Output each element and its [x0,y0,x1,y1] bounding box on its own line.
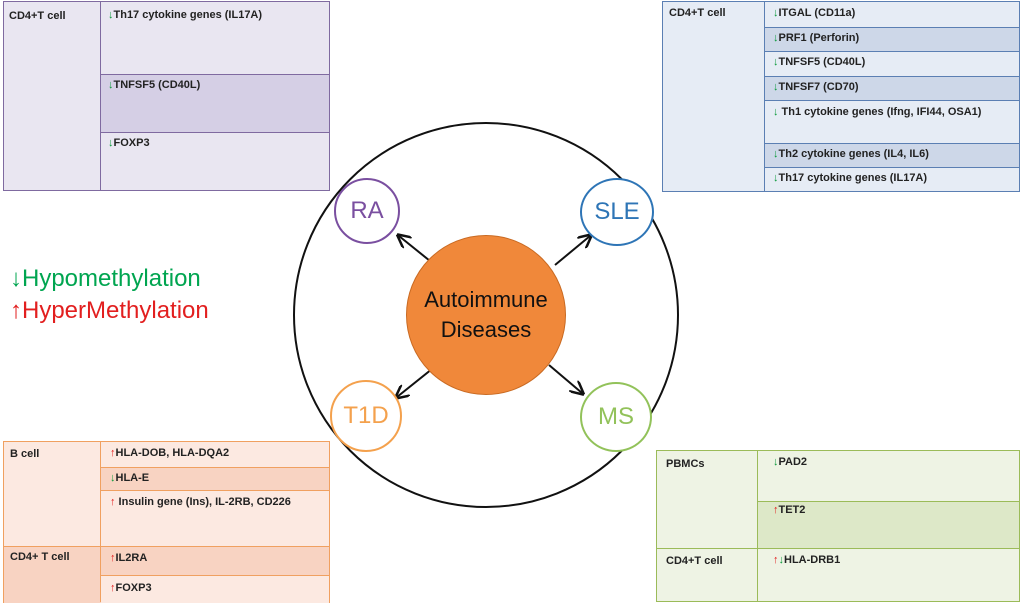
sle-methylation-panel: CD4+T cell ↓ITGAL (CD11a) ↓PRF1 (Perfori… [662,1,1020,192]
ra-row-divider [101,74,329,75]
sle-cell-type: CD4+T cell [669,7,726,19]
sle-row-divider [765,51,1019,52]
ra-gene-1: ↓Th17 cytokine genes (IL17A) [108,9,263,21]
up-arrow-icon: ↑ [110,582,116,594]
sle-gene-7: ↓Th17 cytokine genes (IL17A) [773,172,928,184]
ms-column-divider [757,451,758,601]
ra-row-highlight [101,74,329,132]
down-arrow-icon: ↓ [773,7,779,19]
hub-label-line1: Autoimmune [424,287,548,312]
ra-methylation-panel: CD4+T cell ↓Th17 cytokine genes (IL17A) … [3,1,330,191]
hub-label-line2: Diseases [440,317,532,342]
ra-column-divider [100,2,101,190]
sle-gene-2: ↓PRF1 (Perforin) [773,32,860,44]
up-arrow-icon: ↑ [110,447,116,459]
down-arrow-icon: ↓ [773,56,779,68]
sle-row-highlight [765,143,1019,167]
sle-row-divider [765,100,1019,101]
sle-row-highlight [765,27,1019,51]
down-arrow-icon: ↓ [773,172,779,184]
sle-row-highlight [765,76,1019,100]
down-arrow-icon: ↓ [10,265,22,292]
t1d-gene-5: ↑FOXP3 [110,582,152,594]
down-arrow-icon: ↓ [773,106,779,118]
down-arrow-icon: ↓ [108,79,114,91]
down-arrow-icon: ↓ [773,148,779,160]
t1d-gene-2: ↓HLA-E [110,472,150,484]
t1d-row-highlight [101,467,329,490]
sle-row-divider [765,143,1019,144]
hypomethylation-label: Hypomethylation [22,265,201,292]
t1d-row-light [101,575,329,603]
arrow-to-ms [548,364,582,393]
t1d-cell-type-b: B cell [10,448,40,460]
ms-row-highlight [758,501,1019,548]
ms-row-divider [758,501,1019,502]
ms-cell-type-pbmc: PBMCs [666,458,705,470]
down-arrow-icon: ↓ [108,9,114,21]
down-arrow-icon: ↓ [110,472,116,484]
ra-node: RA [334,178,400,244]
down-arrow-icon: ↓ [773,32,779,44]
arrow-to-sle [554,236,590,266]
t1d-label: T1D [343,402,389,429]
sle-node: SLE [580,178,654,246]
ms-node: MS [580,382,652,452]
ra-label: RA [350,197,384,224]
up-arrow-icon: ↑ [110,496,116,508]
hypomethylation-legend: ↓Hypomethylation [10,265,201,293]
t1d-row-divider [101,490,329,491]
autoimmune-diseases-hub: Autoimmune Diseases [406,235,566,395]
ra-gene-3: ↓FOXP3 [108,137,150,149]
sle-row-divider [765,27,1019,28]
ms-label: MS [598,403,634,430]
sle-gene-6: ↓Th2 cytokine genes (IL4, IL6) [773,148,929,160]
down-arrow-icon: ↓ [773,81,779,93]
sle-column-divider [764,2,765,191]
up-arrow-icon: ↑ [10,297,22,324]
ms-gene-3: ↑↓HLA-DRB1 [773,554,841,566]
ra-gene-2: ↓TNFSF5 (CD40L) [108,79,201,91]
t1d-section-divider [4,546,329,547]
ra-row-divider [101,132,329,133]
down-arrow-icon: ↓ [108,137,114,149]
t1d-column-divider [100,442,101,602]
down-arrow-icon: ↓ [773,456,779,468]
ra-cell-type: CD4+T cell [9,10,66,22]
up-arrow-icon: ↑ [773,554,779,566]
sle-gene-3: ↓TNFSF5 (CD40L) [773,56,866,68]
sle-gene-1: ↓ITGAL (CD11a) [773,7,856,19]
ms-gene-2: ↑TET2 [773,504,806,516]
sle-label: SLE [594,198,640,225]
t1d-node: T1D [330,380,402,452]
ms-section-divider [657,548,1019,549]
ms-methylation-panel: PBMCs CD4+T cell ↓PAD2 ↑TET2 ↑↓HLA-DRB1 [656,450,1020,602]
t1d-row-divider [101,467,329,468]
sle-row-divider [765,167,1019,168]
sle-gene-4: ↓TNFSF7 (CD70) [773,81,859,93]
sle-row-divider [765,76,1019,77]
hypermethylation-label: HyperMethylation [22,297,209,324]
sle-gene-5: ↓ Th1 cytokine genes (Ifng, IFI44, OSA1) [773,106,982,118]
t1d-cell-type-cd4: CD4+ T cell [10,551,70,563]
ms-cell-type-cd4: CD4+T cell [666,555,723,567]
t1d-row-divider [101,575,329,576]
down-arrow-icon: ↓ [778,554,785,566]
ms-gene-1: ↓PAD2 [773,456,808,468]
t1d-gene-3: ↑ Insulin gene (Ins), IL-2RB, CD226 [110,496,291,508]
t1d-gene-1: ↑HLA-DOB, HLA-DQA2 [110,447,230,459]
t1d-methylation-panel: B cell CD4+ T cell ↑HLA-DOB, HLA-DQA2 ↓H… [3,441,330,603]
t1d-gene-4: ↑IL2RA [110,552,148,564]
up-arrow-icon: ↑ [110,552,116,564]
hypermethylation-legend: ↑HyperMethylation [10,297,209,325]
up-arrow-icon: ↑ [773,504,779,516]
